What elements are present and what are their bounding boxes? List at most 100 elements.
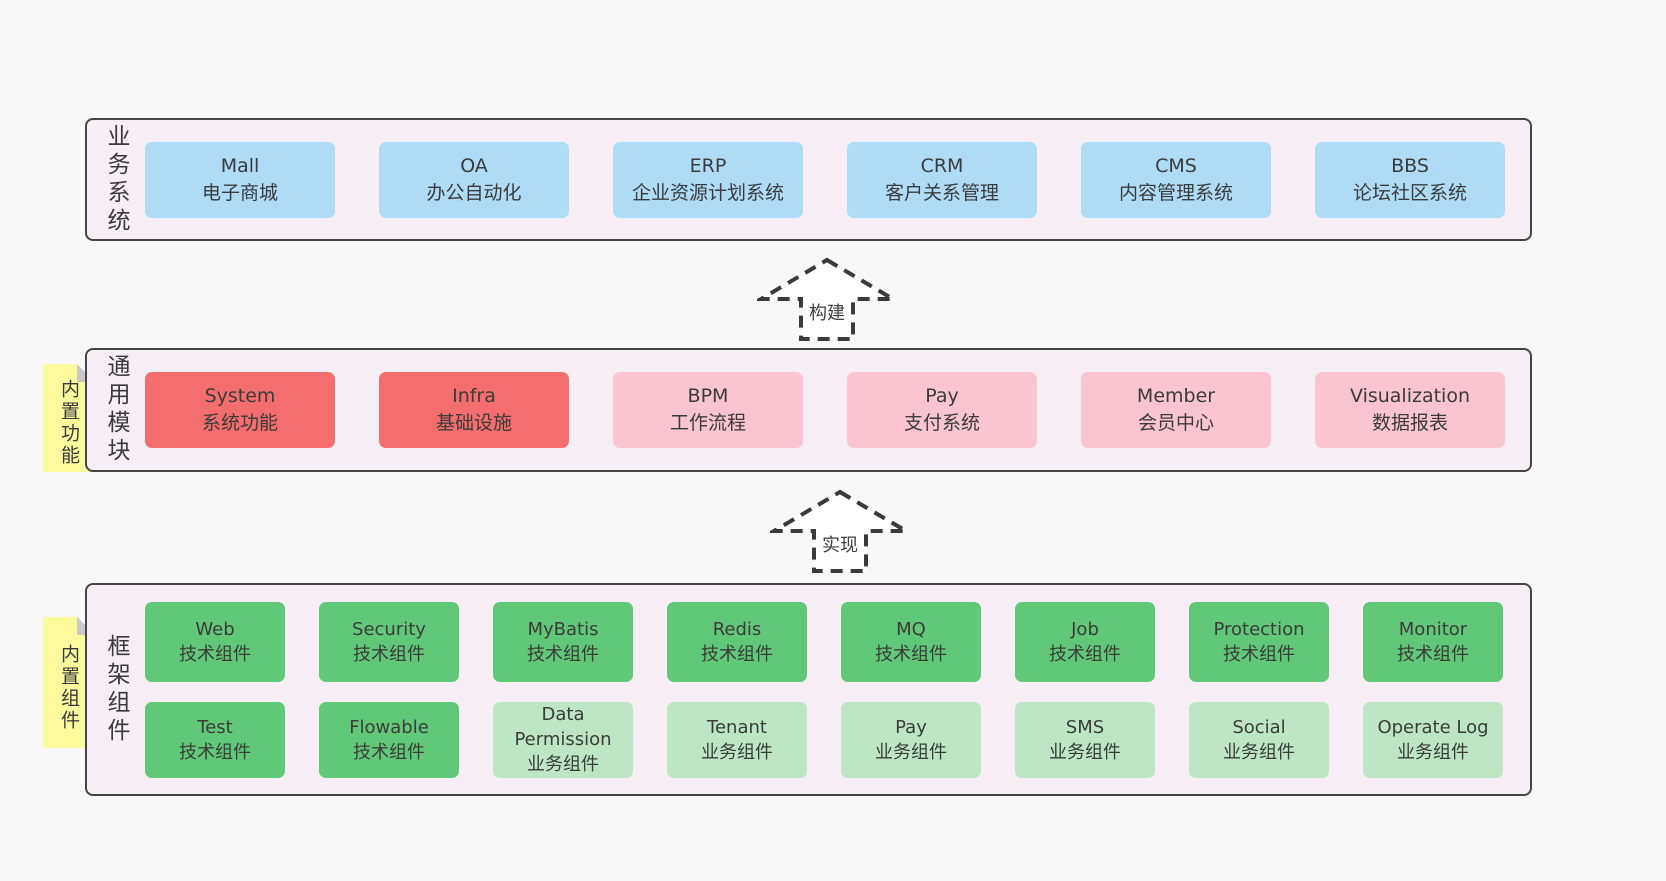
box-title: Monitor	[1398, 618, 1468, 640]
box-subtitle: 技术组件	[701, 643, 773, 665]
box-subtitle: 业务组件	[1223, 741, 1295, 763]
box-subtitle: 工作流程	[669, 412, 746, 434]
box-subtitle: 技术组件	[527, 643, 599, 665]
box-subtitle: 客户关系管理	[884, 181, 999, 204]
box-subtitle: 技术组件	[179, 643, 251, 665]
box-title: Web	[195, 618, 235, 640]
band-label-framework-components: 框架组件	[103, 633, 129, 746]
box-title: Visualization	[1349, 385, 1470, 407]
box-social: Social 业务组件	[1189, 701, 1329, 778]
box-subtitle: 技术组件	[875, 643, 947, 665]
box-subtitle: 会员中心	[1137, 412, 1214, 434]
box-pay-business: Pay 业务组件	[841, 701, 981, 778]
box-title: SMS	[1065, 716, 1105, 738]
box-title: Job	[1071, 618, 1099, 640]
arrow-label: 构建	[806, 299, 848, 325]
box-subtitle: 系统功能	[201, 412, 278, 434]
box-title: CMS	[1155, 154, 1197, 177]
arrow-label: 实现	[819, 531, 861, 557]
box-title: BPM	[687, 385, 729, 407]
box-system: System 系统功能	[145, 372, 335, 448]
box-title: Infra	[452, 385, 496, 407]
box-subtitle: 业务组件	[875, 741, 947, 763]
box-title: Security	[352, 618, 426, 640]
sticky-note-label: 内置组件	[58, 643, 80, 732]
box-erp: ERP 企业资源计划系统	[613, 141, 803, 218]
box-security: Security 技术组件	[319, 601, 459, 682]
box-visualization: Visualization 数据报表	[1315, 372, 1505, 448]
box-subtitle: 企业资源计划系统	[631, 181, 784, 204]
box-subtitle: 技术组件	[1223, 643, 1295, 665]
box-subtitle: 业务组件	[527, 754, 599, 775]
box-title: MyBatis	[527, 618, 599, 640]
framework-components-row-1: Web 技术组件 Security 技术组件 MyBatis 技术组件 Redi…	[145, 601, 1504, 682]
box-oa: OA 办公自动化	[379, 141, 569, 218]
box-subtitle: 内容管理系统	[1118, 181, 1233, 204]
box-title: Protection	[1213, 618, 1305, 640]
box-cms: CMS 内容管理系统	[1081, 141, 1271, 218]
box-tenant: Tenant 业务组件	[667, 701, 807, 778]
box-data-permission: Data Permission 业务组件	[493, 701, 633, 778]
box-title: Tenant	[707, 716, 767, 738]
box-crm: CRM 客户关系管理	[847, 141, 1037, 218]
box-web: Web 技术组件	[145, 601, 285, 682]
box-title: Pay	[895, 716, 927, 738]
box-subtitle: 电子商城	[201, 181, 278, 204]
box-title: Pay	[925, 385, 959, 407]
box-subtitle: 技术组件	[353, 643, 425, 665]
box-title: Member	[1136, 385, 1216, 407]
box-subtitle: 技术组件	[1397, 643, 1469, 665]
sticky-note-label: 内置功能	[58, 379, 80, 467]
box-subtitle: 业务组件	[1397, 741, 1469, 763]
box-protection: Protection 技术组件	[1189, 601, 1329, 682]
box-infra: Infra 基础设施	[379, 372, 569, 448]
box-sms: SMS 业务组件	[1015, 701, 1155, 778]
box-title: CRM	[920, 154, 964, 177]
framework-components-grid: Web 技术组件 Security 技术组件 MyBatis 技术组件 Redi…	[145, 601, 1530, 778]
box-mybatis: MyBatis 技术组件	[493, 601, 633, 682]
box-title: Mall	[220, 154, 260, 177]
box-title: MQ	[896, 618, 926, 640]
box-subtitle: 论坛社区系统	[1352, 181, 1467, 204]
box-title: Social	[1232, 716, 1286, 738]
box-subtitle: 数据报表	[1371, 412, 1448, 434]
box-subtitle: 技术组件	[179, 741, 251, 763]
box-title: BBS	[1391, 154, 1429, 177]
box-title: Data Permission	[514, 704, 612, 750]
common-modules-boxes: System 系统功能 Infra 基础设施 BPM 工作流程 Pay 支付系统…	[145, 372, 1530, 448]
arrow-up-build: 构建	[757, 255, 897, 343]
box-subtitle: 支付系统	[903, 412, 980, 434]
band-label-common-modules: 通用模块	[103, 354, 129, 466]
box-operate-log: Operate Log 业务组件	[1363, 701, 1503, 778]
box-bbs: BBS 论坛社区系统	[1315, 141, 1505, 218]
business-systems-boxes: Mall 电子商城 OA 办公自动化 ERP 企业资源计划系统 CRM 客户关系…	[145, 141, 1530, 218]
box-title: Test	[197, 716, 233, 738]
box-title: ERP	[689, 154, 727, 177]
common-modules-band: 通用模块 System 系统功能 Infra 基础设施 BPM 工作流程 Pay…	[85, 348, 1532, 472]
box-monitor: Monitor 技术组件	[1363, 601, 1503, 682]
box-mq: MQ 技术组件	[841, 601, 981, 682]
box-title: OA	[460, 154, 488, 177]
box-subtitle: 业务组件	[1049, 741, 1121, 763]
box-redis: Redis 技术组件	[667, 601, 807, 682]
box-pay: Pay 支付系统	[847, 372, 1037, 448]
box-subtitle: 技术组件	[1049, 643, 1121, 665]
box-flowable: Flowable 技术组件	[319, 701, 459, 778]
box-title: Operate Log	[1377, 716, 1489, 738]
box-subtitle: 办公自动化	[426, 181, 522, 204]
box-bpm: BPM 工作流程	[613, 372, 803, 448]
box-subtitle: 技术组件	[353, 741, 425, 763]
band-label-business-systems: 业务系统	[103, 123, 129, 236]
framework-components-row-2: Test 技术组件 Flowable 技术组件 Data Permission …	[145, 701, 1504, 778]
box-subtitle: 业务组件	[701, 741, 773, 763]
box-title: Redis	[712, 618, 762, 640]
box-subtitle: 基础设施	[435, 412, 512, 434]
arrow-up-implement: 实现	[770, 487, 910, 575]
box-title: Flowable	[349, 716, 429, 738]
box-title: System	[204, 385, 276, 407]
box-member: Member 会员中心	[1081, 372, 1271, 448]
box-mall: Mall 电子商城	[145, 141, 335, 218]
framework-components-band: 框架组件 Web 技术组件 Security 技术组件 MyBatis 技术组件…	[85, 583, 1532, 796]
box-job: Job 技术组件	[1015, 601, 1155, 682]
box-test: Test 技术组件	[145, 701, 285, 778]
